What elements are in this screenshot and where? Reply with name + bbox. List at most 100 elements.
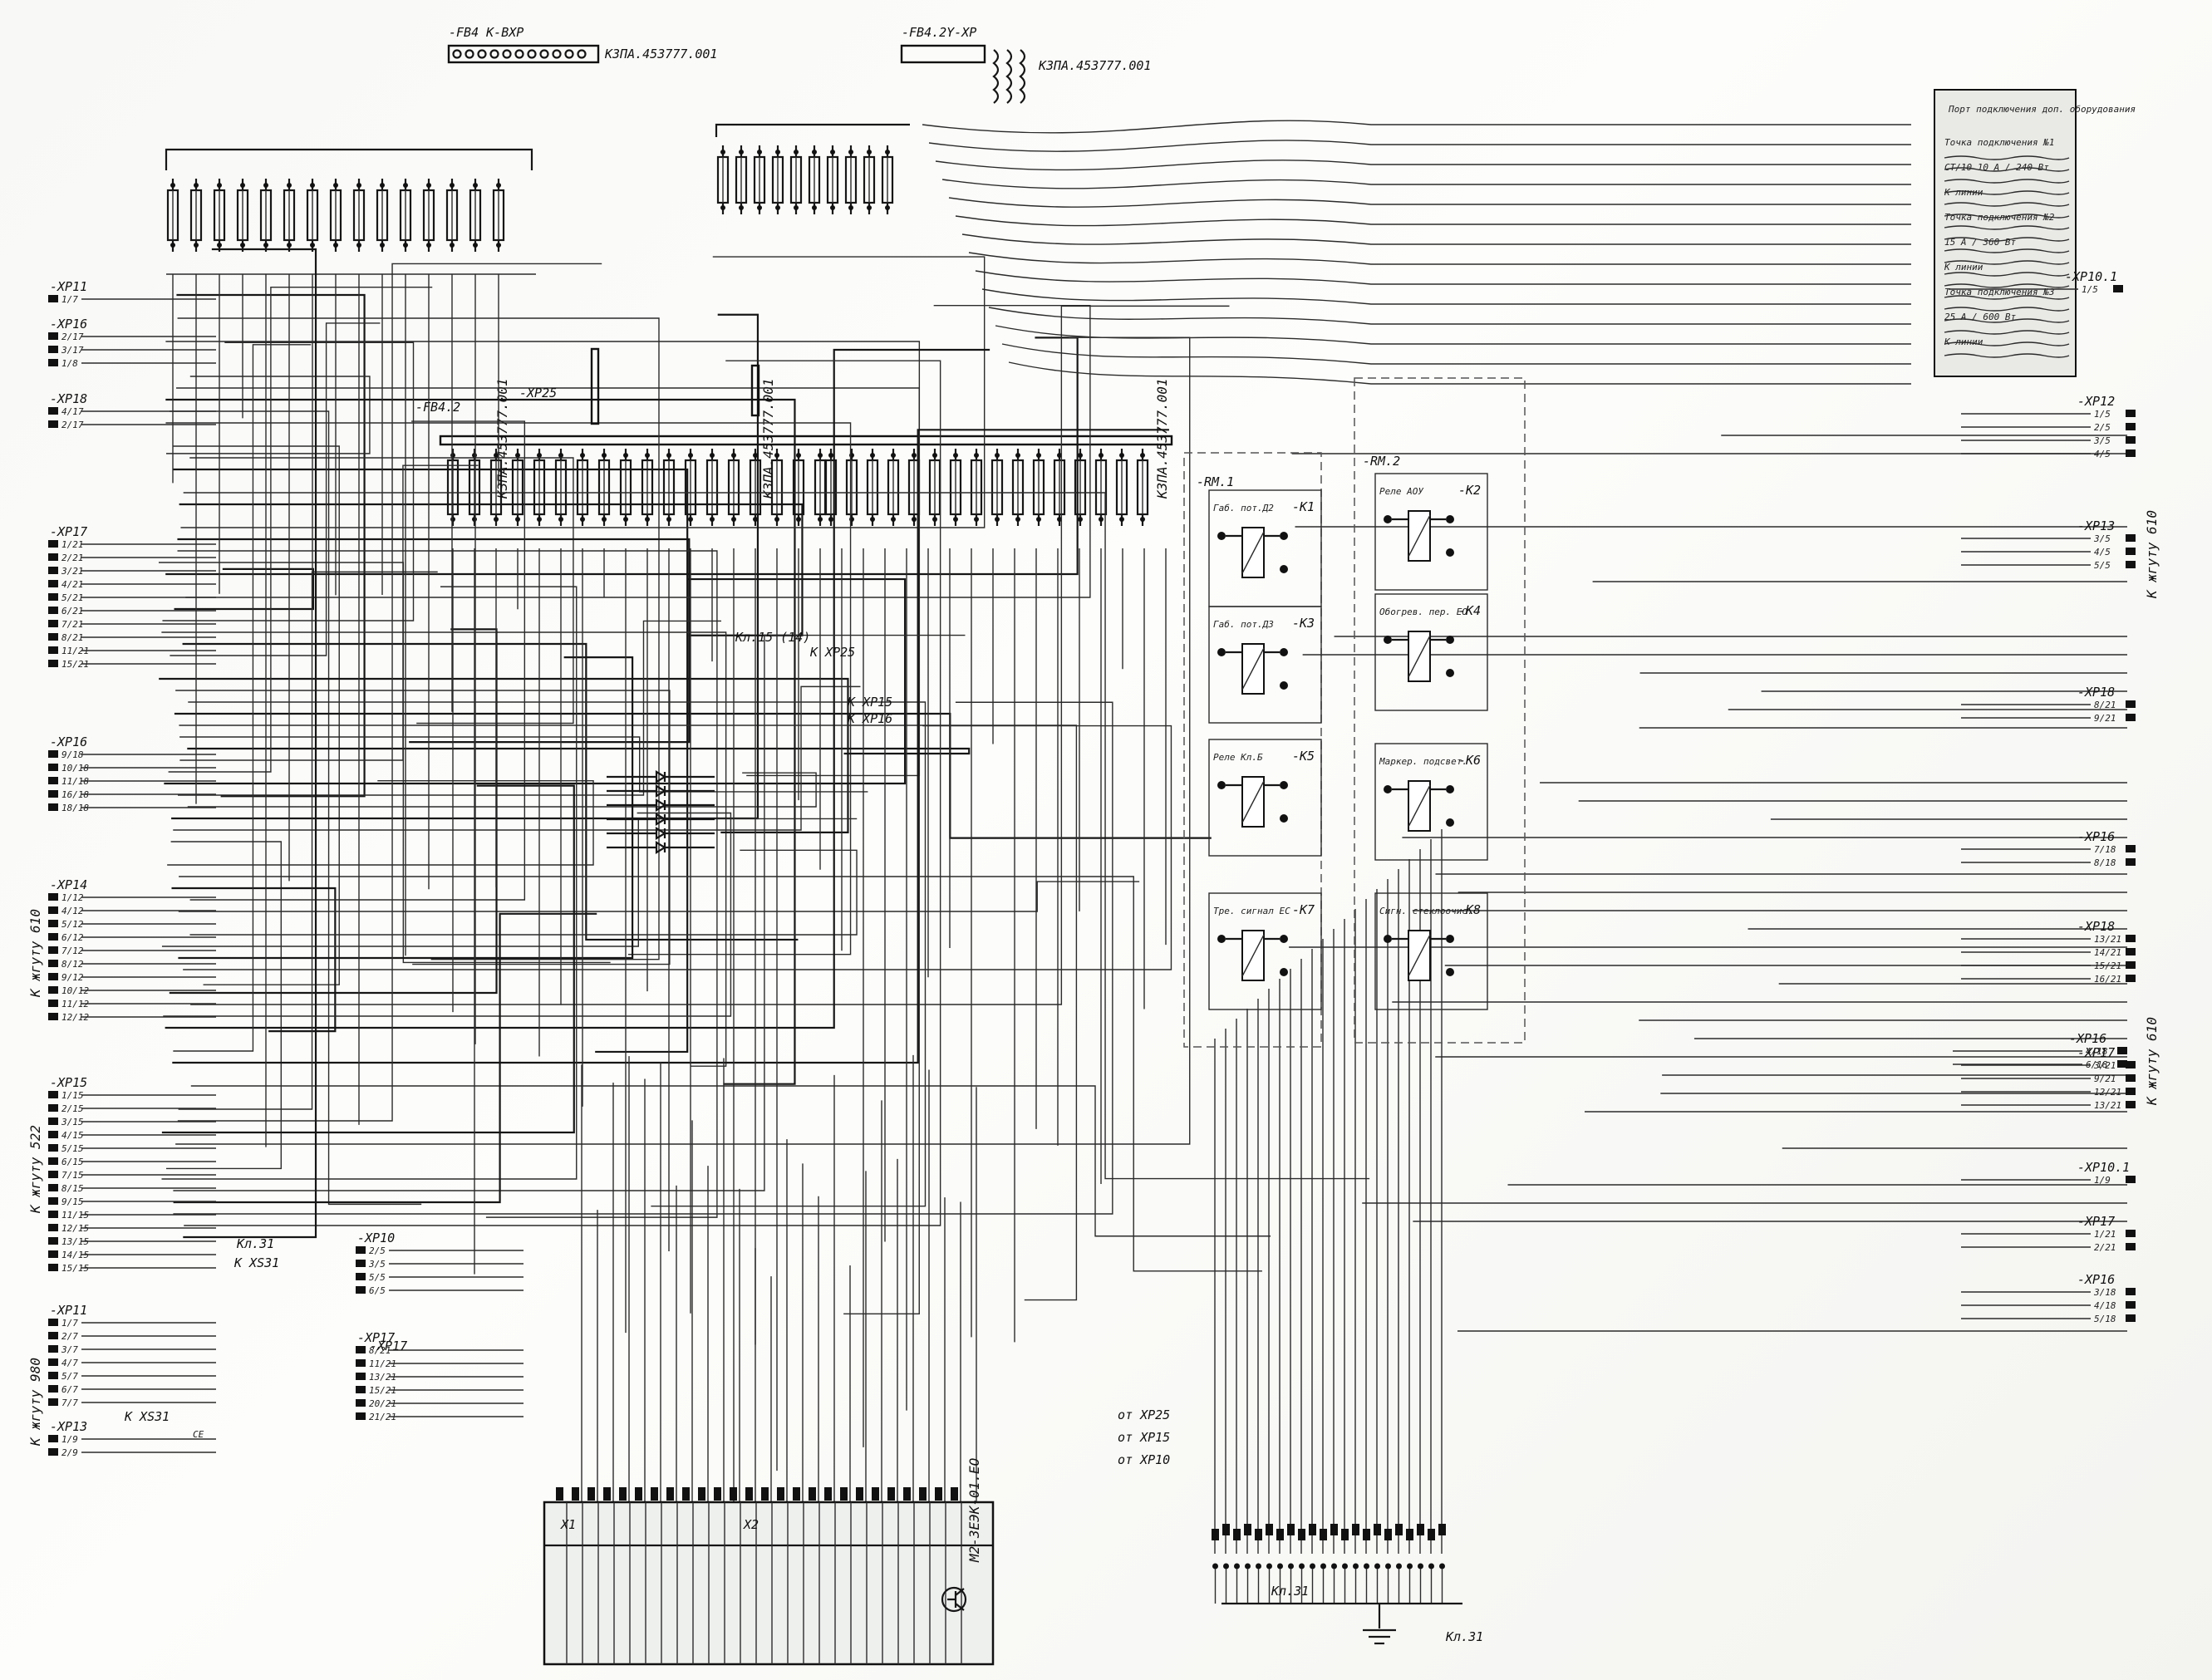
connector-id: -XP17 [2077,1045,2115,1060]
terminal-node [1439,1563,1445,1569]
device-pin [572,1487,579,1501]
relay-id: -K8 [1458,902,1481,917]
terminal-node [1266,1563,1272,1569]
hatch-line [1944,167,2070,172]
connector-id: -XP11 [50,1303,87,1318]
fuse-pin [514,49,524,59]
connector-pin [48,1264,58,1271]
device-id: М2-ЗЕЭК-01.ЕО [966,1458,982,1563]
fuse [824,449,838,526]
fuse [213,179,226,252]
relay-label: Габ. пот.Д2 [1213,503,1274,513]
terminal-node [1407,1563,1413,1569]
fuse-pin [577,49,587,59]
wire [159,677,849,833]
wire [190,1085,1271,1237]
misc-label-8: от XP25 [1118,1407,1170,1422]
hatch-line [1944,272,2070,277]
fuse-block-top-mid-id: -FB4.2Y-XP [902,25,976,40]
terminal-node [1223,1563,1229,1569]
misc-label-10: от XP10 [1118,1452,1170,1467]
fuse-pin [502,49,512,59]
connector-pin [48,540,58,548]
legend-entry: 25 А / 600 Вт [1944,312,2016,322]
hatch-line [1944,237,2070,242]
device-pin [556,1487,563,1501]
connector-pin [48,1385,58,1393]
connector-line: 5/5 [2094,560,2111,571]
connector-line: 16/18 [61,789,89,800]
wire [968,252,1911,265]
fuse-block-top-left-id: -FB4 K-BXP [449,25,524,40]
connector-pin [48,359,58,366]
terminal-pin [1255,1529,1262,1540]
wire [168,287,433,773]
device-pin [587,1487,595,1501]
connector-line: 9/18 [61,749,84,760]
device-pin [872,1487,879,1501]
wire [170,322,381,656]
device-pin [919,1487,927,1501]
terminal-node [1320,1563,1326,1569]
connector-line: 6/18 [2086,1059,2108,1070]
connector-line: 8/21 [2094,700,2116,710]
connector-line: 9/15 [61,1196,84,1207]
fuse [990,449,1004,526]
connector-pin [48,1157,58,1165]
fuse [166,179,179,252]
relay-id: -K3 [1292,616,1315,631]
connector-pin [48,1091,58,1098]
wire [165,422,852,955]
right-connector-0: -XP10.11/5 [1949,269,2123,295]
hatch-line [1944,341,2070,346]
terminal-node [1396,1563,1402,1569]
connector-line: 3/5 [2093,435,2111,446]
connector-line: 13/21 [369,1372,396,1383]
fuse [881,145,894,214]
wire [180,256,986,528]
terminal-pin [1309,1524,1316,1535]
terminal-node [1212,1563,1218,1569]
fuse-array-top-left [165,148,536,275]
connector-line: 3/21 [61,566,84,577]
terminal-pin [1276,1529,1284,1540]
wire [935,160,1911,171]
terminal-pin [1352,1524,1359,1535]
fuse [492,179,505,252]
device-pin [651,1487,658,1501]
device-pin [824,1487,832,1501]
left-group-labels: К жгуту 610 К жгуту 522 К жгуту 980 [27,909,43,1447]
diode [607,798,715,812]
fuse [1136,449,1149,526]
terminal-node [1374,1563,1380,1569]
wire [955,215,1911,227]
wire [177,620,721,796]
relay-id: -K5 [1292,749,1315,764]
terminal-pin [1384,1529,1392,1540]
connector-line: 4/7 [61,1358,78,1368]
connector-line: 2/21 [2094,1242,2116,1253]
fuse [619,449,632,526]
connector-pin [48,803,58,811]
relay-label: Маркер. подсвет. [1379,756,1467,767]
wire [158,562,611,964]
fuse [511,449,524,526]
device-pin [856,1487,863,1501]
hatch-line [1944,248,2070,253]
terminal-node [1331,1563,1337,1569]
terminal-pin [1212,1529,1219,1540]
wire [188,701,927,1207]
connector-pin [2113,285,2123,292]
wire [179,736,868,793]
fuse-block-top-left-part: КЗПА.453777.001 [604,47,717,61]
hatch-line [1944,353,2070,358]
fuse [1094,449,1108,526]
connector-pin [48,1224,58,1231]
fuse [445,179,459,252]
